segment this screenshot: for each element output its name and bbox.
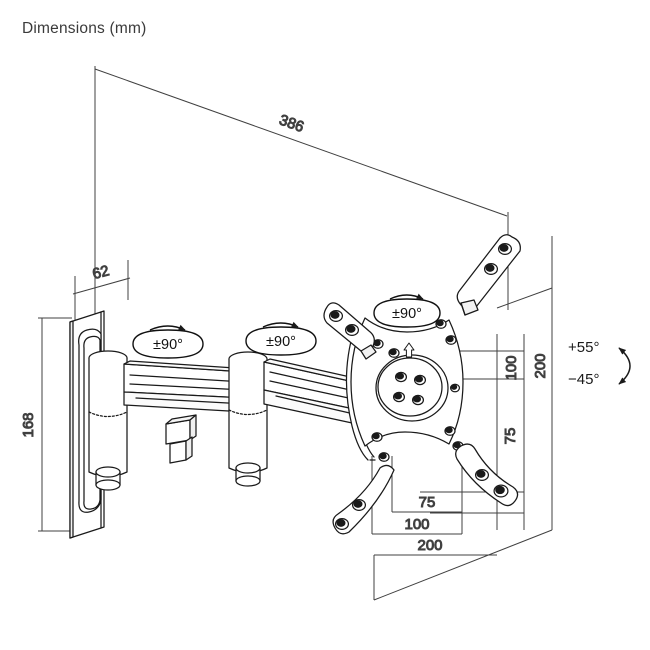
dimension-386: 386 [94,66,509,322]
vesa-extension-arms [323,234,521,535]
ext-dim-line [94,68,508,217]
vesa-arm-top-right [456,234,521,316]
vesa-display-plate [350,317,464,462]
rotation-label-mid: ±90° [266,334,296,350]
wall-pivot-joint [88,350,128,491]
rotation-label-wall: ±90° [153,337,183,353]
frame-bottom-rake [373,529,553,601]
dimension-vesa-horizontal: 75 100 200 [371,456,497,556]
swivel-ellipse-plate [373,298,441,328]
rotation-label-plate: ±90° [392,306,422,322]
up-arrow-icon [403,342,415,358]
dimension-label-386: 386 [277,112,306,136]
dimension-label-vesa-v-100: 100 [503,355,520,380]
rotation-callout-plate: ±90° [373,293,441,328]
arm-segment-1 [123,360,251,413]
dimension-label-vesa-v-75: 75 [502,428,519,445]
dimension-label-vesa-h-100: 100 [404,516,429,533]
vesa-arm-bottom-right [455,443,519,507]
dimension-62: 62 [72,260,131,320]
mount-illustration [69,234,521,539]
swivel-arrow-wall [149,324,186,331]
rotation-callout-mid: ±90° [245,321,317,356]
tilt-label-up: +55° [568,339,599,356]
vesa-arm-top-left [323,302,377,360]
dimension-label-168: 168 [20,412,37,437]
tilt-label-down: −45° [568,371,599,388]
dimension-vesa-vertical: 75 100 200 [420,334,553,530]
dimension-label-vesa-h-75: 75 [419,494,436,511]
dimension-label-vesa-v-200: 200 [532,353,549,378]
plate-holes [371,319,464,462]
rotation-callouts: ±90° ±90° ±90° [132,293,441,359]
swivel-arrow-mid [262,321,299,328]
plate-reference-frame [373,236,553,601]
frame-top-rake [496,287,553,309]
page-title: Dimensions (mm) [22,20,147,37]
vesa-arm-bottom-left [332,464,395,535]
dimension-label-vesa-h-200: 200 [417,537,442,554]
central-hub [375,354,449,422]
mid-pivot-joint [228,351,268,487]
rotation-callout-wall: ±90° [132,324,204,359]
swivel-ellipse-wall [132,329,204,359]
tilt-arc-arrow [618,347,631,385]
dimension-label-62: 62 [91,262,112,283]
dimension-168: 168 [20,317,72,532]
cable-clip [165,414,197,464]
d62-dim-line [72,277,131,295]
swivel-arrow-plate [389,293,424,300]
swivel-ellipse-mid [245,326,317,356]
dimension-lines: 386 62 168 75 [20,66,553,601]
tilt-callout: +55° −45° [568,339,631,388]
